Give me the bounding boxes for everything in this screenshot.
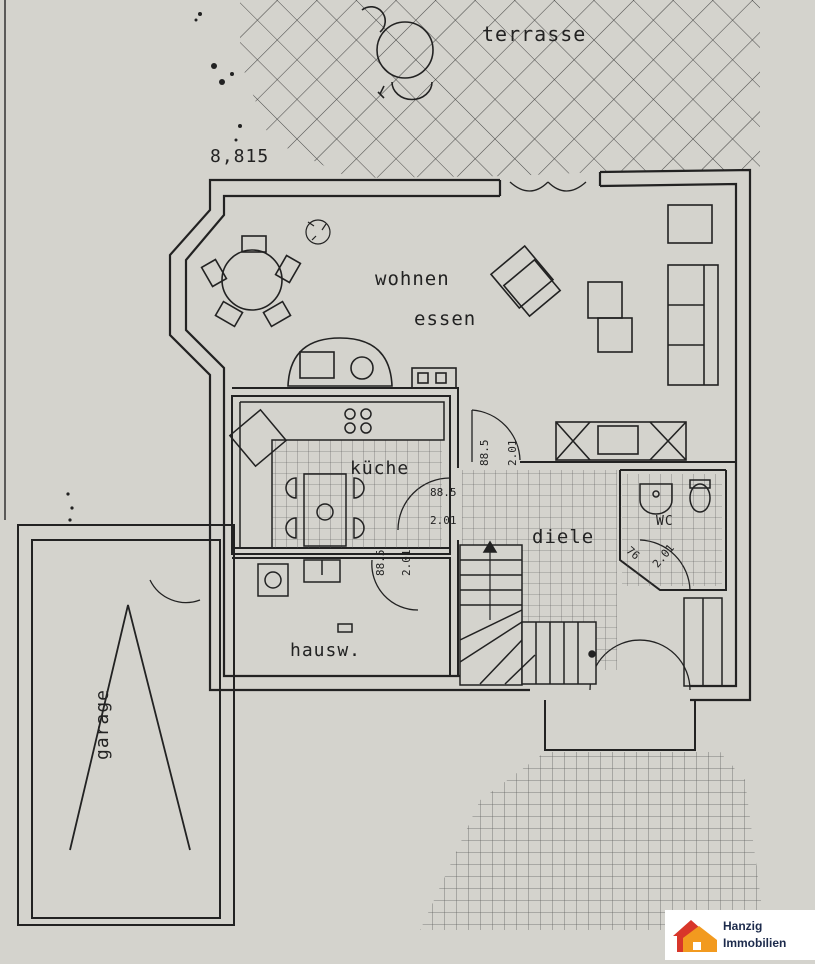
room-label-wc: WC (656, 514, 674, 529)
room-label-garage: garage (92, 689, 113, 760)
kitchen-fixtures (230, 402, 444, 548)
entry-paving (420, 752, 765, 930)
door-dim-kitchen-w: 2.01 (430, 514, 457, 527)
door-dim-hausw-h: 88.5 (374, 550, 387, 577)
garage (18, 525, 234, 925)
plant (306, 220, 330, 244)
scale-label: 8,815 (210, 146, 269, 167)
room-label-essen: essen (414, 308, 476, 330)
logo-line1: Hanzig (723, 918, 786, 935)
utility-fixtures (258, 560, 352, 632)
door-dim-diele-w: 2.01 (506, 440, 519, 467)
room-label-hausw: hausw. (290, 640, 361, 661)
door-dim-hausw-w: 2.01 (400, 550, 413, 577)
room-label-terrasse: terrasse (482, 22, 586, 46)
wardrobe (684, 598, 722, 686)
dining-table (202, 236, 301, 326)
living-furniture (491, 205, 718, 385)
shrubs (66, 12, 242, 522)
sideboard (556, 422, 686, 460)
house-icon (669, 914, 721, 956)
room-label-kueche: küche (350, 458, 409, 479)
room-label-diele: diele (532, 526, 594, 548)
company-logo: Hanzig Immobilien (665, 910, 815, 960)
room-label-wohnen: wohnen (375, 268, 450, 290)
entry-canopy (545, 700, 695, 750)
side-table (288, 338, 456, 388)
door-dim-diele-h: 88.5 (478, 440, 491, 467)
logo-line2: Immobilien (723, 935, 786, 952)
door-dim-kitchen-h: 88.5 (430, 486, 457, 499)
